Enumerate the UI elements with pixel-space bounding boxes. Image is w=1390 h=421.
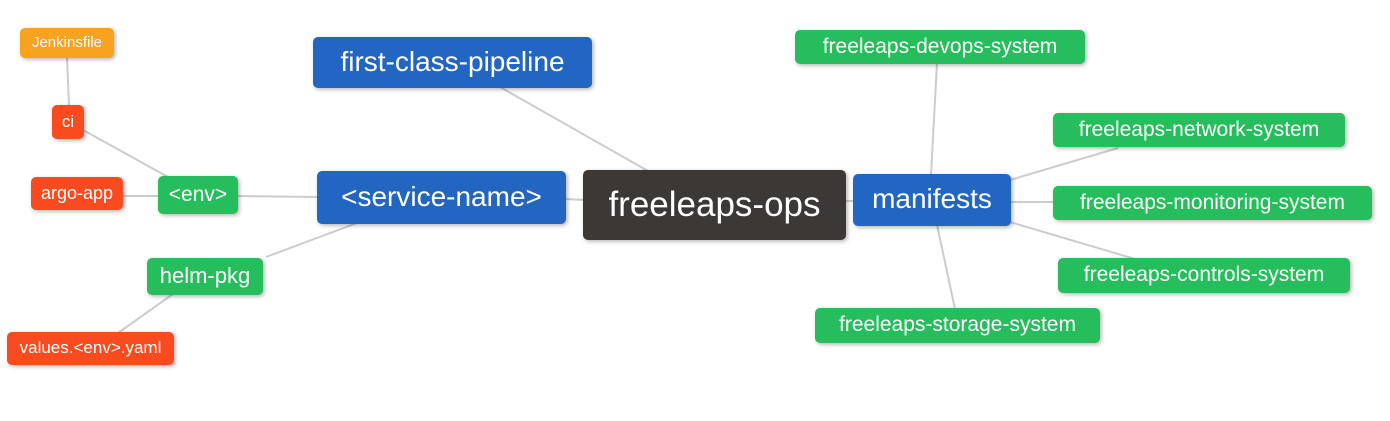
node-freeleaps-network-system[interactable]: freeleaps-network-system (1053, 113, 1345, 147)
node-freeleaps-ops[interactable]: freeleaps-ops (583, 170, 846, 240)
edge-jenkinsfile--ci (66, 56, 70, 107)
edge-manifests--freeleaps-network-system (1009, 147, 1119, 181)
edge-ci--env (82, 129, 169, 178)
edge-first-class-pipeline--freeleaps-ops (499, 86, 649, 172)
node-values-env-yaml[interactable]: values.<env>.yaml (7, 332, 174, 365)
node-freeleaps-storage-system[interactable]: freeleaps-storage-system (815, 308, 1100, 343)
edge-manifests--freeleaps-controls-system (1009, 221, 1136, 260)
node-argo-app[interactable]: argo-app (31, 177, 123, 210)
node-manifests[interactable]: manifests (853, 174, 1011, 226)
node-jenkinsfile[interactable]: Jenkinsfile (20, 28, 114, 58)
edge-helm-pkg--values-env-yaml (117, 293, 174, 334)
edge-manifests--freeleaps-storage-system (936, 224, 956, 310)
edge-env--service-name (236, 195, 320, 198)
node-env[interactable]: <env> (158, 176, 238, 214)
edge-manifests--freeleaps-devops-system (930, 62, 938, 176)
node-ci[interactable]: ci (52, 105, 84, 139)
node-first-class-pipeline[interactable]: first-class-pipeline (313, 37, 592, 88)
node-freeleaps-monitoring-system[interactable]: freeleaps-monitoring-system (1053, 186, 1372, 220)
edge-service-name--helm-pkg (265, 222, 358, 258)
edge-service-name--freeleaps-ops (563, 198, 586, 201)
node-freeleaps-devops-system[interactable]: freeleaps-devops-system (795, 30, 1085, 64)
node-freeleaps-controls-system[interactable]: freeleaps-controls-system (1058, 258, 1350, 293)
node-service-name[interactable]: <service-name> (317, 171, 566, 224)
node-helm-pkg[interactable]: helm-pkg (147, 258, 263, 295)
